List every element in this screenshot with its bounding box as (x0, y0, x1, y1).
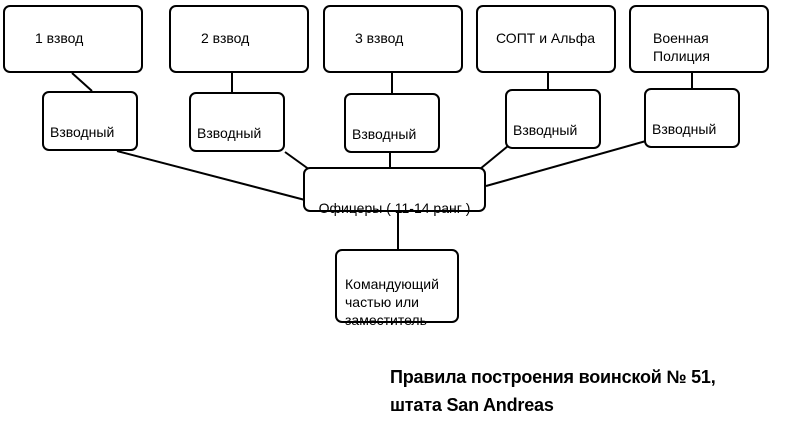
link-unit1-leader1 (71, 72, 93, 92)
caption-line-1: Правила построения воинской № 51, (390, 367, 716, 387)
leader-label-4: Взводный (513, 122, 578, 138)
leader-label-5: Взводный (652, 121, 717, 137)
leader-box-5: Взводный (644, 88, 740, 148)
link-leader1-officers (116, 150, 306, 201)
diagram-caption: Правила построения воинской № 51, штата … (390, 363, 782, 419)
unit-box-1: 1 взвод (3, 5, 143, 73)
unit-box-5: Военная Полиция (629, 5, 769, 73)
link-leader5-officers (485, 140, 647, 187)
unit-label-5: Военная Полиция (653, 30, 710, 64)
leader-box-2: Взводный (189, 92, 285, 152)
link-leader4-officers (479, 145, 509, 170)
unit-label-1: 1 взвод (35, 30, 84, 46)
unit-box-4: СОПТ и Альфа (476, 5, 616, 73)
leader-box-1: Взводный (42, 91, 138, 151)
leader-label-3: Взводный (352, 126, 417, 142)
officers-box: Офицеры ( 11-14 ранг ) (303, 167, 486, 216)
unit-box-2: 2 взвод (169, 5, 309, 73)
officers-label: Офицеры ( 11-14 ранг ) (318, 200, 471, 216)
unit-label-4: СОПТ и Альфа (496, 30, 596, 46)
commander-box: Командующий частью или заместитель (335, 249, 459, 328)
unit-label-3: 3 взвод (355, 30, 404, 46)
unit-box-3: 3 взвод (323, 5, 463, 73)
leader-box-4: Взводный (505, 89, 601, 149)
leader-label-2: Взводный (197, 125, 262, 141)
commander-label: Командующий частью или заместитель (345, 276, 439, 328)
leader-box-3: Взводный (344, 93, 440, 153)
leader-label-1: Взводный (50, 124, 115, 140)
caption-line-2: штата San Andreas (390, 395, 554, 415)
unit-label-2: 2 взвод (201, 30, 250, 46)
